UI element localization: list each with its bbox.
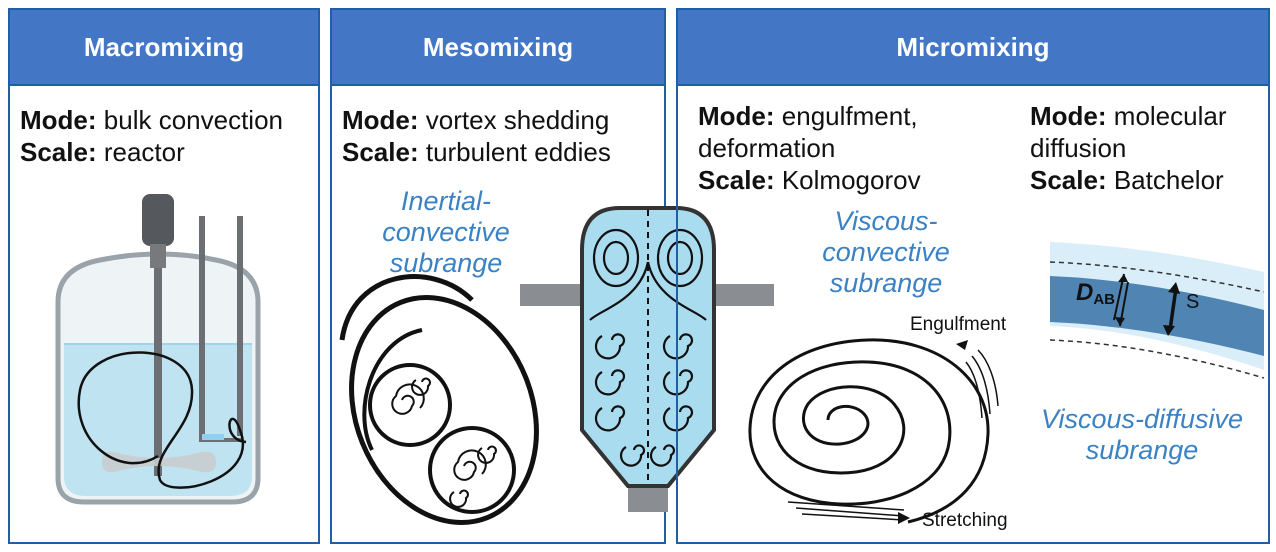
macromixing-mode: Mode: bulk convection — [20, 104, 283, 136]
micromixing-title: Micromixing — [678, 10, 1268, 86]
probe-2 — [237, 216, 243, 436]
flow-path — [77, 351, 247, 489]
mode-value: engulfment, — [781, 101, 918, 131]
reactor-illustration — [55, 194, 261, 505]
stretching-label: Stretching — [922, 510, 1008, 531]
kolmogorov-mode-cont: deformation — [698, 133, 836, 163]
mesomixing-mode: Mode: vortex shedding — [342, 104, 609, 136]
outlet-pipe — [628, 484, 668, 512]
scale-label: Scale: — [20, 137, 97, 167]
macromixing-scale: Scale: reactor — [20, 136, 185, 168]
mode-label: Mode: — [1030, 101, 1107, 131]
inlet-pipe-left — [520, 284, 582, 306]
mode-label: Mode: — [342, 105, 419, 135]
macromixing-panel: Macromixing Mode: bulk convection Scale:… — [8, 8, 320, 544]
mode-label: Mode: — [20, 105, 97, 135]
mesomixing-scale: Scale: turbulent eddies — [342, 136, 611, 168]
inlet-pipe-right — [712, 284, 774, 306]
dab-main: D — [1076, 279, 1093, 306]
label-line: Viscous- — [834, 206, 938, 236]
batchelor-mode-cont: diffusion — [1030, 133, 1127, 163]
engulfment-spiral — [748, 338, 990, 524]
kolmogorov-mode: Mode: engulfment, — [698, 100, 918, 132]
label-line: subrange — [829, 268, 943, 298]
scale-label: Scale: — [698, 165, 775, 195]
label-line: subrange — [389, 248, 503, 278]
diffusion-layer-inner — [1050, 276, 1264, 356]
dab-label: DAB — [1076, 279, 1115, 308]
micromixing-illustration: DAB S Engulfment Stretching — [748, 242, 1265, 531]
eddy-illustration — [339, 274, 539, 525]
mode-value: vortex shedding — [425, 105, 610, 135]
scale-value: Kolmogorov — [781, 165, 921, 195]
kolmogorov-scale: Scale: Kolmogorov — [698, 164, 921, 196]
dab-sub: AB — [1093, 291, 1115, 308]
label-line: subrange — [1085, 435, 1199, 465]
macromixing-title: Macromixing — [10, 10, 318, 86]
micromixing-panel: Micromixing Mode: engulfment, deformatio… — [676, 8, 1270, 544]
probe-1 — [199, 216, 205, 442]
viscous-diffusive-label: Viscous-diffusive subrange — [1022, 404, 1262, 466]
scale-value: reactor — [103, 137, 185, 167]
s-label: S — [1186, 291, 1199, 313]
large-eddy — [349, 295, 539, 525]
scale-value: Batchelor — [1113, 165, 1224, 195]
scale-value: turbulent eddies — [425, 137, 611, 167]
mode-value: bulk convection — [103, 105, 284, 135]
label-line: Inertial- — [400, 186, 492, 216]
small-eddy-1 — [368, 363, 452, 447]
label-line: convective — [822, 237, 950, 267]
engulfment-label: Engulfment — [910, 314, 1007, 335]
scale-label: Scale: — [342, 137, 419, 167]
label-line: convective — [382, 217, 510, 247]
viscous-convective-label: Viscous- convective subrange — [806, 206, 966, 299]
mode-label: Mode: — [698, 101, 775, 131]
small-eddy-2 — [428, 426, 516, 514]
inertial-convective-label: Inertial- convective subrange — [366, 186, 526, 279]
scale-label: Scale: — [1030, 165, 1107, 195]
batchelor-mode: Mode: molecular — [1030, 100, 1227, 132]
motor — [142, 194, 174, 246]
label-line: Viscous-diffusive — [1040, 404, 1244, 434]
batchelor-scale: Scale: Batchelor — [1030, 164, 1224, 196]
mode-value: molecular — [1113, 101, 1227, 131]
mesomixing-title: Mesomixing — [332, 10, 664, 86]
